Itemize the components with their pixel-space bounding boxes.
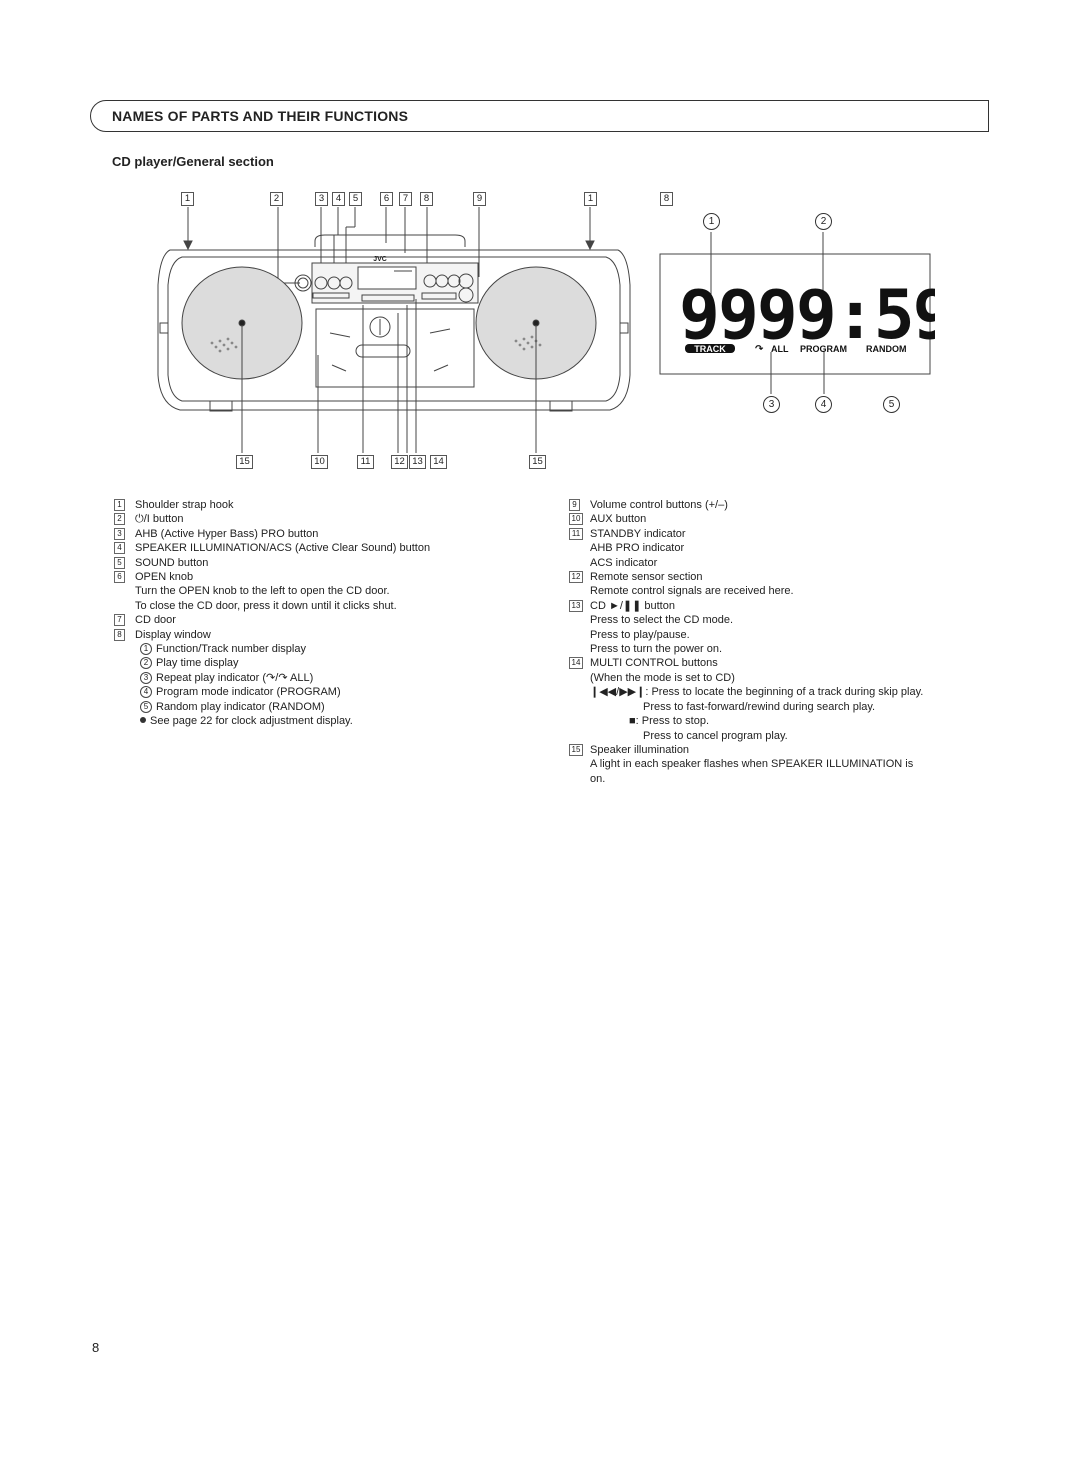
display-digits: 9999:59 bbox=[679, 276, 935, 355]
callout-8-display: 8 bbox=[660, 192, 673, 206]
list-item: 2⏻/I button bbox=[114, 512, 534, 526]
list-subline: (When the mode is set to CD) bbox=[590, 671, 735, 684]
open-knob-note: Turn the OPEN knob to the left to open t… bbox=[135, 585, 390, 598]
display-callout-3: 3 bbox=[763, 396, 780, 413]
list-subline: ACS indicator bbox=[590, 556, 658, 569]
callout-4: 4 bbox=[332, 192, 345, 206]
callout-6: 6 bbox=[380, 192, 393, 206]
cancel-instruction: Press to cancel program play. bbox=[643, 729, 788, 742]
callout-9: 9 bbox=[473, 192, 486, 206]
list-subline: A light in each speaker flashes when SPE… bbox=[590, 758, 914, 771]
boombox-illustration: JVC bbox=[157, 207, 631, 453]
callout-10: 10 bbox=[311, 455, 328, 469]
callout-15-right: 15 bbox=[529, 455, 546, 469]
callout-2: 2 bbox=[270, 192, 283, 206]
list-subline: Press to play/pause. bbox=[590, 628, 690, 641]
list-subline: Press to turn the power on. bbox=[590, 643, 723, 656]
callout-3: 3 bbox=[315, 192, 328, 206]
callout-11: 11 bbox=[357, 455, 374, 469]
display-callout-4: 4 bbox=[815, 396, 832, 413]
section-subtitle: CD player/General section bbox=[112, 154, 274, 169]
stop-instruction: ■: Press to stop. bbox=[629, 715, 710, 728]
list-subline: Remote control signals are received here… bbox=[590, 585, 794, 598]
open-knob-note: To close the CD door, press it down unti… bbox=[135, 599, 397, 612]
list-subline: on. bbox=[590, 772, 606, 785]
display-callout-1: 1 bbox=[703, 213, 720, 230]
callout-8: 8 bbox=[420, 192, 433, 206]
callout-1-right: 1 bbox=[584, 192, 597, 206]
clock-note: See page 22 for clock adjustment display… bbox=[114, 714, 534, 728]
section-header-bar bbox=[90, 100, 989, 132]
indicator-track: TRACK bbox=[694, 344, 726, 354]
brand-logo: JVC bbox=[373, 256, 387, 263]
indicator-random: RANDOM bbox=[866, 344, 907, 354]
display-callout-5: 5 bbox=[883, 396, 900, 413]
indicator-program: PROGRAM bbox=[800, 344, 847, 354]
callout-14: 14 bbox=[430, 455, 447, 469]
callout-15-left: 15 bbox=[236, 455, 253, 469]
indicator-all: ALL bbox=[771, 344, 789, 354]
display-window-illustration: 9999:59 TRACK ↷ ALL PROGRAM RANDOM bbox=[659, 232, 935, 394]
skip-instruction: ❙◀◀/▶▶❙: Press to locate the beginning o… bbox=[590, 686, 924, 699]
callout-1-left: 1 bbox=[181, 192, 194, 206]
search-instruction: Press to fast-forward/rewind during sear… bbox=[643, 700, 876, 713]
callout-13: 13 bbox=[409, 455, 426, 469]
page-number: 8 bbox=[92, 1340, 100, 1355]
callout-7: 7 bbox=[399, 192, 412, 206]
callout-5: 5 bbox=[349, 192, 362, 206]
list-subline: Press to select the CD mode. bbox=[590, 614, 734, 627]
list-subline: AHB PRO indicator bbox=[590, 542, 685, 555]
section-title: NAMES OF PARTS AND THEIR FUNCTIONS bbox=[112, 108, 409, 124]
repeat-icon: ↷ bbox=[755, 344, 764, 355]
display-callout-2: 2 bbox=[815, 213, 832, 230]
bullet-icon bbox=[140, 717, 146, 724]
callout-12: 12 bbox=[391, 455, 408, 469]
